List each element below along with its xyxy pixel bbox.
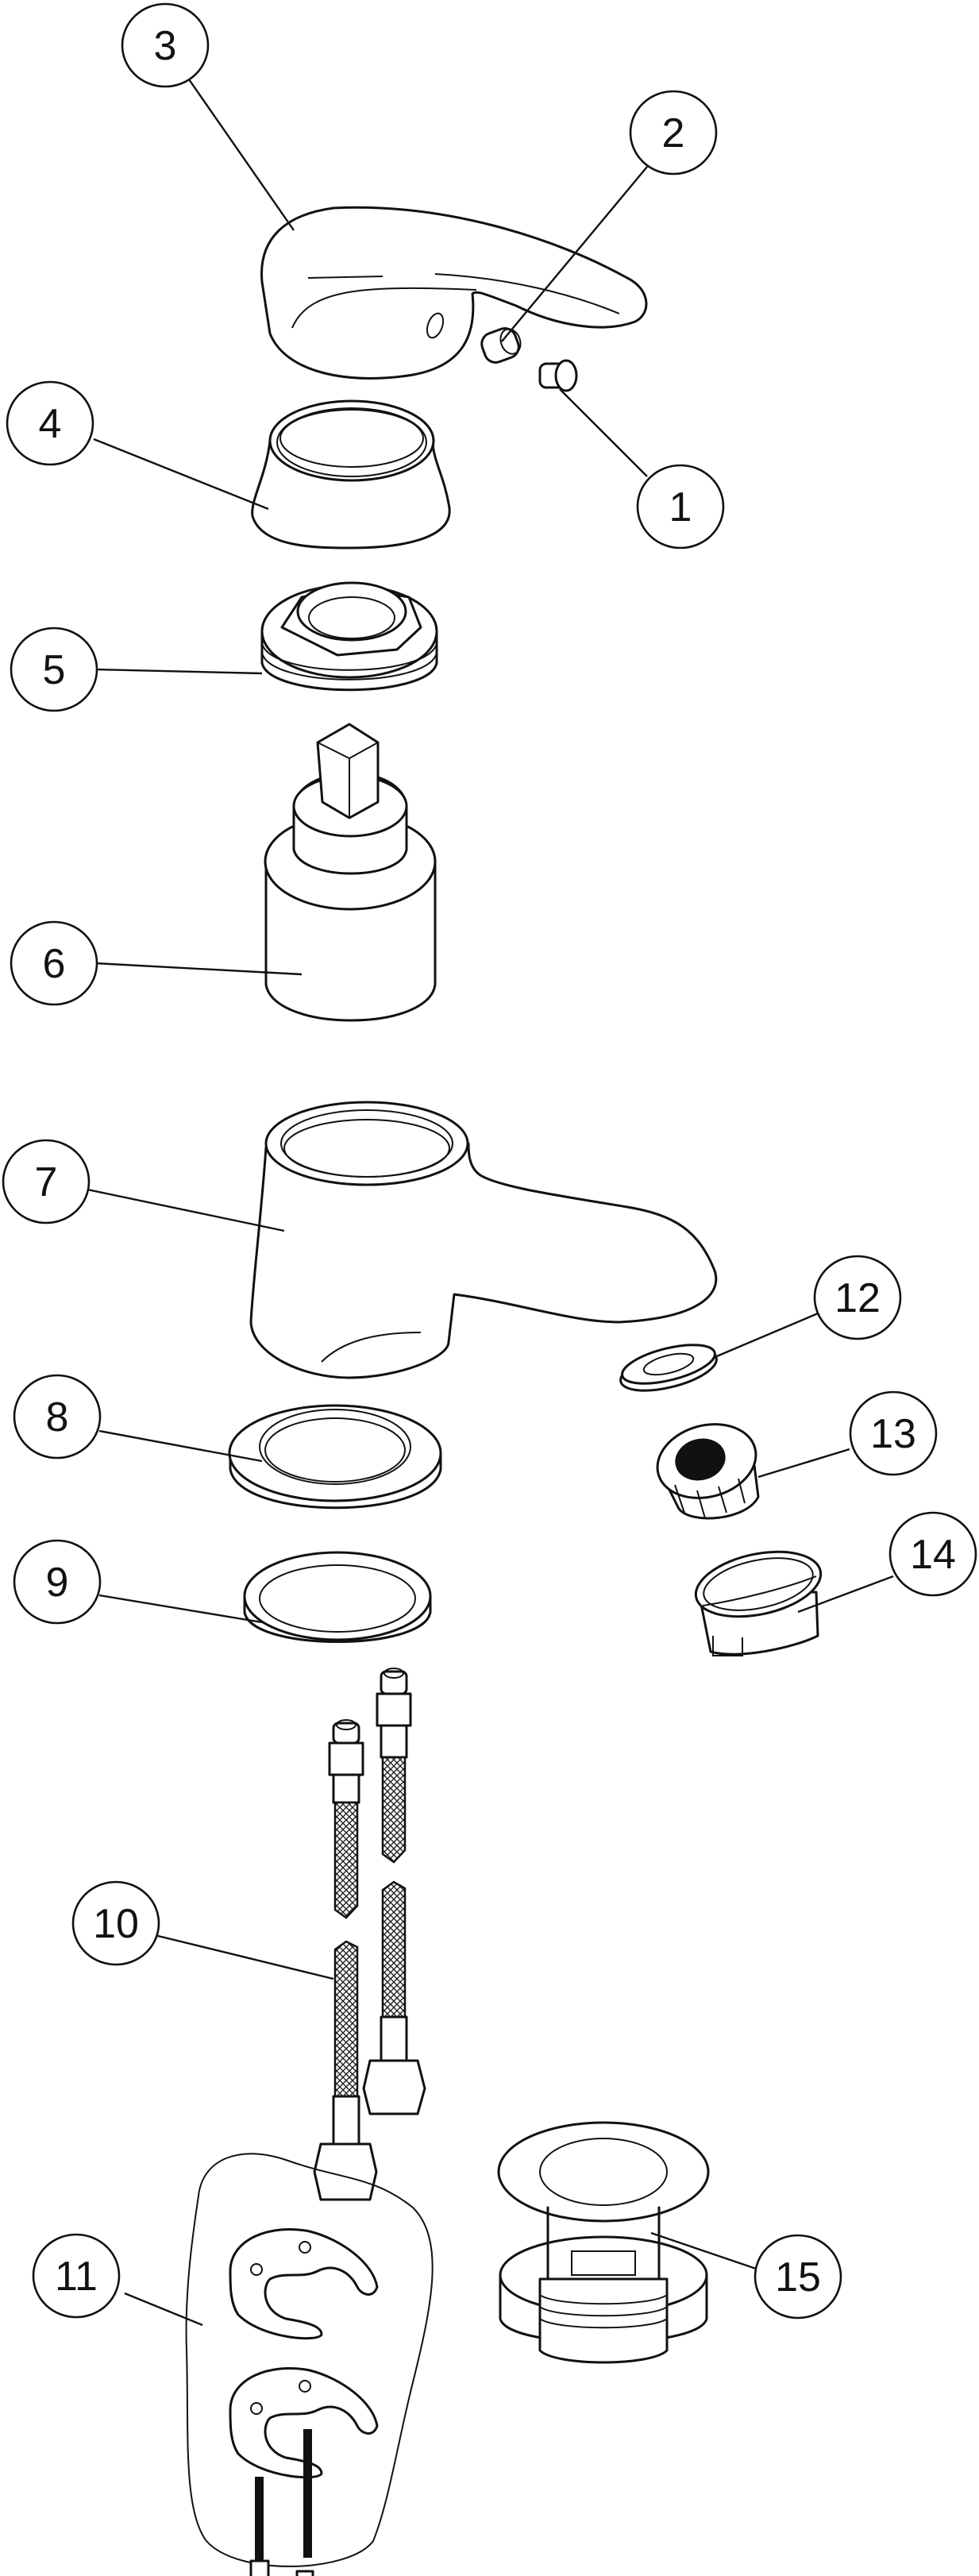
callout-6-label: 6 (43, 941, 66, 987)
cartridge-part (264, 723, 437, 1022)
leader-7 (87, 1188, 285, 1232)
basin-waste-part (497, 2121, 710, 2364)
tap-body-part (249, 1101, 718, 1379)
leader-3 (188, 79, 295, 231)
cap-plug-part (538, 359, 578, 392)
callout-15-label: 15 (775, 2254, 821, 2300)
retaining-nut-part (260, 581, 438, 692)
callout-10: 10 (71, 1880, 160, 1966)
callout-7-label: 7 (35, 1159, 58, 1205)
callout-15: 15 (754, 2234, 842, 2320)
lever-handle-part (260, 206, 648, 380)
shroud-part (251, 399, 451, 550)
leader-8 (98, 1429, 263, 1463)
leader-5 (94, 668, 263, 675)
aerator-housing-part (694, 1550, 823, 1656)
callout-8: 8 (13, 1374, 102, 1460)
base-collar-part (228, 1404, 442, 1510)
leader-6 (94, 962, 303, 976)
callout-1: 1 (636, 464, 725, 550)
callout-12: 12 (813, 1255, 902, 1340)
callout-12-label: 12 (834, 1275, 881, 1321)
callout-2-label: 2 (662, 110, 685, 156)
callout-3-label: 3 (154, 23, 177, 69)
aerator-insert-part (656, 1423, 760, 1520)
callout-5: 5 (10, 627, 98, 712)
callout-11: 11 (32, 2233, 121, 2319)
callout-3: 3 (121, 2, 210, 88)
callout-11-label: 11 (55, 2254, 98, 2300)
callout-9: 9 (13, 1539, 102, 1625)
callout-7: 7 (2, 1139, 91, 1224)
callout-4-label: 4 (39, 401, 62, 447)
aerator-washer-part (619, 1344, 718, 1392)
callout-1-label: 1 (669, 484, 692, 530)
leader-12 (712, 1312, 819, 1359)
callout-2: 2 (629, 90, 718, 175)
leader-15 (650, 2231, 759, 2271)
base-gasket-part (243, 1551, 432, 1643)
callout-13: 13 (849, 1390, 938, 1476)
callout-8-label: 8 (46, 1394, 69, 1440)
leader-9 (98, 1594, 263, 1624)
flexible-hoses-part (313, 1668, 426, 2201)
leader-1 (559, 388, 648, 477)
callout-14-label: 14 (910, 1532, 956, 1578)
leader-lines (87, 79, 894, 2327)
callout-6: 6 (10, 920, 98, 1006)
leader-11 (124, 2292, 203, 2327)
grub-screw-part (480, 327, 522, 364)
leader-10 (154, 1934, 334, 1980)
callout-4: 4 (6, 380, 94, 466)
callout-9-label: 9 (46, 1560, 69, 1606)
leader-4 (93, 438, 269, 511)
callout-14: 14 (888, 1511, 977, 1597)
callout-10-label: 10 (93, 1901, 139, 1947)
callout-5-label: 5 (43, 647, 66, 693)
leader-14 (797, 1575, 894, 1614)
callout-13-label: 13 (870, 1411, 916, 1457)
fixing-kit-part (185, 2153, 434, 2576)
leader-13 (757, 1448, 850, 1479)
leader-2 (501, 166, 648, 342)
